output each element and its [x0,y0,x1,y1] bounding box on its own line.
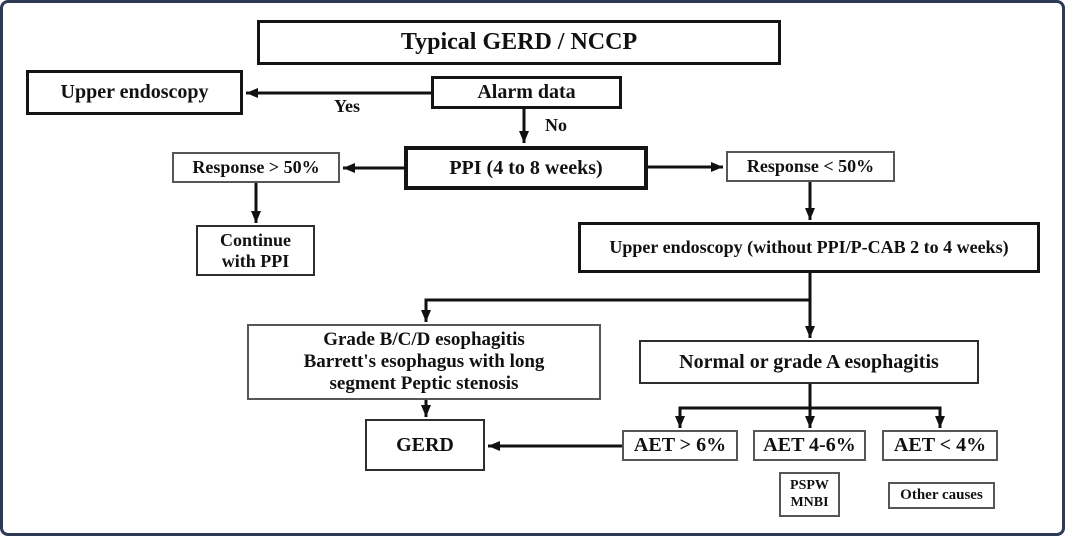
node-grade-bcd-esophagitis: Grade B/C/D esophagitis Barrett's esopha… [247,324,601,400]
node-grade-bcd-line2: Barrett's esophagus with long [303,351,545,373]
node-upper-endoscopy-no-ppi: Upper endoscopy (without PPI/P-CAB 2 to … [578,222,1040,273]
edge-label-yes: Yes [334,96,360,116]
node-alarm-data: Alarm data [431,76,622,109]
node-grade-bcd-line3: segment Peptic stenosis [329,372,519,394]
node-pspw-mnbi: PSPW MNBI [779,472,840,517]
node-response-lt50-label: Response < 50% [746,156,875,177]
node-pspw-mnbi-line2: MNBI [790,494,829,510]
node-continue-ppi: Continue with PPI [196,225,315,276]
node-pspw-mnbi-line1: PSPW [790,478,829,494]
node-upper-endoscopy: Upper endoscopy [26,70,243,115]
node-aet-4to6-label: AET 4-6% [763,434,856,456]
node-aet-4to6: AET 4-6% [753,430,866,461]
node-continue-ppi-line1: Continue [219,229,291,250]
node-upper-endoscopy-no-ppi-label: Upper endoscopy (without PPI/P-CAB 2 to … [609,237,1009,258]
node-grade-bcd-line1: Grade B/C/D esophagitis [323,329,525,351]
node-alarm-data-label: Alarm data [477,81,576,103]
edge-label-no: No [545,115,567,135]
node-ppi-label: PPI (4 to 8 weeks) [449,156,603,179]
node-title-label: Typical GERD / NCCP [400,28,638,55]
node-aet-lt4-label: AET < 4% [893,434,987,456]
node-aet-lt4: AET < 4% [882,430,998,461]
node-gerd-label: GERD [396,433,454,456]
node-other-causes-label: Other causes [900,486,983,503]
node-response-gt50-label: Response > 50% [192,157,320,178]
node-normal-grade-a: Normal or grade A esophagitis [639,340,979,384]
node-gerd: GERD [365,419,485,471]
node-continue-ppi-line2: with PPI [221,250,290,271]
node-ppi: PPI (4 to 8 weeks) [404,146,648,190]
node-title: Typical GERD / NCCP [257,20,781,65]
node-response-gt50: Response > 50% [172,152,340,183]
node-upper-endoscopy-label: Upper endoscopy [60,81,209,103]
node-aet-gt6-label: AET > 6% [633,434,727,456]
node-response-lt50: Response < 50% [726,151,895,182]
node-normal-grade-a-label: Normal or grade A esophagitis [679,350,939,373]
node-aet-gt6: AET > 6% [622,430,738,461]
node-other-causes: Other causes [888,482,995,509]
